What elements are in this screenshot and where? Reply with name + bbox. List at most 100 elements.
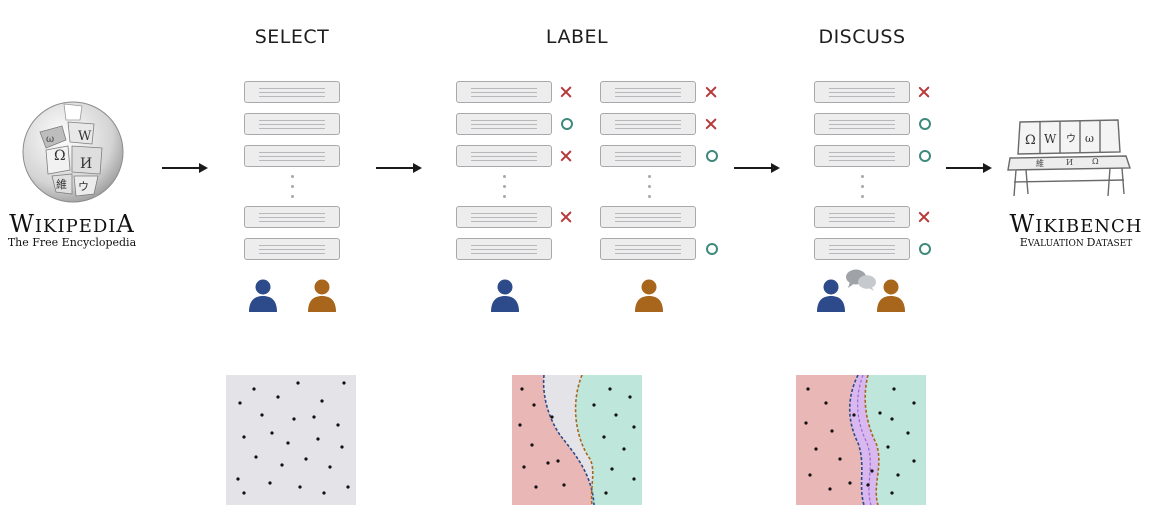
wrong-mark-icon	[918, 86, 930, 98]
sample-dot	[276, 395, 280, 399]
sample-dot	[830, 429, 834, 433]
arrow-to-wikibench	[946, 163, 992, 173]
wrong-mark-icon	[560, 211, 572, 223]
sample-dot	[890, 417, 894, 421]
sample-dot	[838, 457, 842, 461]
right-mark-icon	[919, 150, 931, 162]
person-icon	[817, 279, 845, 312]
sample-dot	[298, 485, 302, 489]
sample-dot	[814, 447, 818, 451]
sample-dot	[292, 417, 296, 421]
sample-dot	[346, 485, 350, 489]
sample-dot	[852, 413, 856, 417]
sample-dot	[236, 477, 240, 481]
sample-dot	[890, 491, 894, 495]
sample-dot	[878, 411, 882, 415]
arrow-to-discuss	[734, 163, 780, 173]
doc-card	[600, 81, 696, 103]
doc-card	[244, 206, 340, 228]
stage-title-discuss: DISCUSS	[818, 26, 906, 48]
sample-dot	[632, 425, 636, 429]
doc-card	[456, 145, 552, 167]
doc-card	[600, 206, 696, 228]
sample-dot	[592, 403, 596, 407]
sample-dot	[610, 467, 614, 471]
sample-dot	[912, 401, 916, 405]
sample-dot	[242, 491, 246, 495]
svg-text:И: И	[1066, 158, 1073, 167]
sample-dot	[632, 477, 636, 481]
sample-dot	[806, 387, 810, 391]
ellipsis-vertical	[648, 175, 652, 205]
sample-dot	[912, 459, 916, 463]
svg-text:維: 維	[56, 178, 67, 191]
sample-dot	[892, 387, 896, 391]
sample-dot	[254, 455, 258, 459]
doc-card	[456, 238, 552, 260]
sample-dot	[866, 483, 870, 487]
sample-dot	[518, 423, 522, 427]
sample-dot	[322, 491, 326, 495]
wikipedia-globe-icon: Ω W И 維 ウ ω	[22, 101, 124, 203]
svg-text:ω: ω	[1085, 132, 1094, 145]
unlabeled-data-panel	[226, 375, 356, 505]
wikipedia-tagline: The Free Encyclopedia	[7, 236, 137, 249]
doc-card	[814, 206, 910, 228]
svg-text:ウ: ウ	[1066, 133, 1076, 145]
sample-dot	[320, 399, 324, 403]
doc-card	[814, 81, 910, 103]
sample-dot	[238, 401, 242, 405]
sample-dot	[532, 403, 536, 407]
sample-dot	[260, 413, 264, 417]
doc-card	[600, 145, 696, 167]
sample-dot	[252, 387, 256, 391]
doc-card	[814, 145, 910, 167]
sample-dot	[280, 463, 284, 467]
sample-dot	[340, 445, 344, 449]
right-mark-icon	[561, 118, 573, 130]
sample-dot	[546, 461, 550, 465]
svg-text:Ω: Ω	[1025, 133, 1036, 148]
sample-dot	[328, 465, 332, 469]
svg-text:Ω: Ω	[54, 148, 66, 164]
right-mark-icon	[919, 118, 931, 130]
sample-dot	[906, 431, 910, 435]
doc-card	[456, 113, 552, 135]
svg-text:Ω: Ω	[1092, 157, 1099, 166]
svg-text:維: 維	[1036, 158, 1044, 168]
ellipsis-vertical	[291, 175, 295, 205]
sample-dot	[602, 435, 606, 439]
sample-dot	[520, 387, 524, 391]
doc-card	[244, 145, 340, 167]
arrow-to-label	[376, 163, 422, 173]
right-mark-icon	[706, 243, 718, 255]
sample-dot	[316, 437, 320, 441]
sample-dot	[886, 445, 890, 449]
doc-card	[244, 81, 340, 103]
ellipsis-vertical	[861, 175, 865, 205]
doc-card	[814, 113, 910, 135]
doc-card	[814, 238, 910, 260]
wrong-mark-icon	[918, 211, 930, 223]
sample-dot	[550, 415, 554, 419]
doc-card	[244, 113, 340, 135]
wrong-mark-icon	[560, 150, 572, 162]
doc-card	[600, 238, 696, 260]
person-icon	[308, 279, 336, 312]
person-icon	[877, 279, 905, 312]
sample-dot	[336, 423, 340, 427]
sample-dot	[604, 491, 608, 495]
sample-dot	[296, 381, 300, 385]
speech-bubbles-icon	[846, 269, 876, 291]
doc-card	[600, 113, 696, 135]
doc-card	[244, 238, 340, 260]
doc-card	[456, 81, 552, 103]
sample-dot	[530, 443, 534, 447]
sample-dot	[808, 473, 812, 477]
label-boundaries-panel	[512, 375, 642, 505]
right-mark-icon	[706, 150, 718, 162]
sample-dot	[824, 401, 828, 405]
svg-text:И: И	[80, 156, 92, 172]
sample-dot	[870, 469, 874, 473]
sample-dot	[608, 387, 612, 391]
